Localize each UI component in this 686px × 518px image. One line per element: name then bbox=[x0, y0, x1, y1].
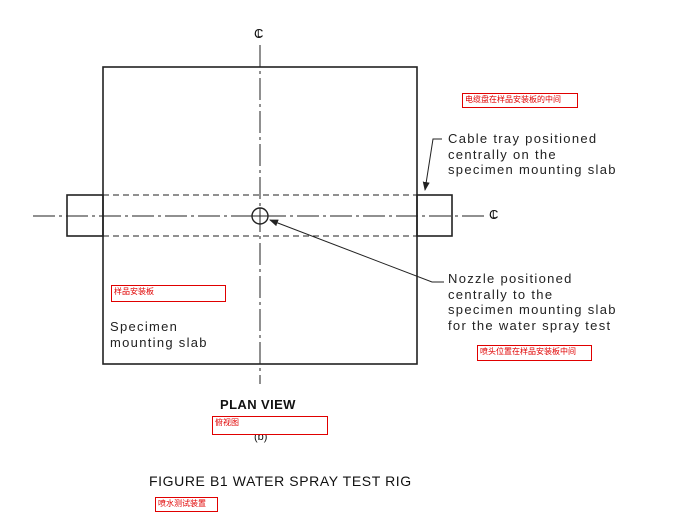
nozzle-leader bbox=[269, 219, 444, 283]
annotation-specimen: 样品安装板 bbox=[111, 285, 226, 302]
figure-caption: FIGURE B1 WATER SPRAY TEST RIG bbox=[149, 473, 412, 489]
specimen-label: Specimen mounting slab bbox=[110, 319, 208, 350]
cable-tray-note: Cable tray positioned centrally on the s… bbox=[448, 131, 617, 177]
nozzle-note: Nozzle positioned centrally to the speci… bbox=[448, 271, 617, 333]
annotation-view: 俯视图 bbox=[212, 416, 328, 435]
annotation-cable-tray: 电缆盘在样品安装板的中间 bbox=[462, 93, 578, 108]
annotation-nozzle: 喷头位置在样品安装板中间 bbox=[477, 345, 592, 361]
centerline-l-right: L bbox=[492, 210, 498, 221]
centerline-l-top: L bbox=[257, 29, 263, 40]
cable-tray-leader bbox=[422, 138, 442, 191]
centerline-c-top: C bbox=[254, 26, 264, 41]
centerline-c-right: C bbox=[489, 207, 499, 222]
annotation-caption: 喷水测试装置 bbox=[155, 497, 218, 512]
view-title: PLAN VIEW bbox=[220, 397, 296, 412]
